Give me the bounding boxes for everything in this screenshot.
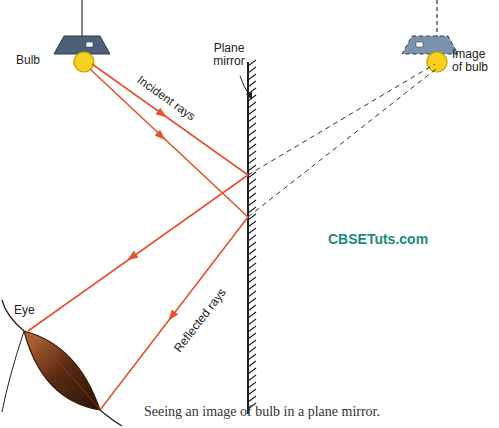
image-cord xyxy=(436,0,437,36)
virtual-ray xyxy=(248,64,435,175)
ray-arrowhead xyxy=(155,130,168,143)
bulb-cord xyxy=(81,0,82,36)
ray-arrowhead xyxy=(156,108,170,121)
part-label: Bulb xyxy=(16,54,40,67)
lamp-shade xyxy=(54,36,110,54)
ray-label: Reflected rays xyxy=(171,286,228,355)
image-bulb xyxy=(427,52,447,72)
leader-line xyxy=(240,76,250,96)
incident-ray xyxy=(90,69,248,217)
ray-label: Incident rays xyxy=(135,73,198,123)
virtual-ray xyxy=(248,69,436,217)
caption: Seeing an image of bulb in a plane mirro… xyxy=(144,404,380,420)
image-lamp-tag xyxy=(416,42,423,47)
incident-ray xyxy=(92,64,248,175)
reflected-ray xyxy=(100,217,248,410)
image-lamp-shade xyxy=(402,36,458,54)
mirror-label: Plane mirror xyxy=(206,42,252,68)
eye-socket xyxy=(100,410,122,426)
leader-arrowhead xyxy=(246,92,252,100)
part-label: Eye xyxy=(14,304,35,317)
ray-arrowhead xyxy=(165,310,178,324)
eye-lens-edge xyxy=(24,331,100,410)
eye-lens xyxy=(24,331,100,410)
image-label: Image of bulb xyxy=(452,48,498,74)
lamp-tag xyxy=(86,42,93,47)
mirror-hatching xyxy=(248,60,256,409)
ray-arrowhead xyxy=(125,251,139,264)
eye-socket xyxy=(2,331,24,412)
watermark: CBSETuts.com xyxy=(328,231,428,247)
